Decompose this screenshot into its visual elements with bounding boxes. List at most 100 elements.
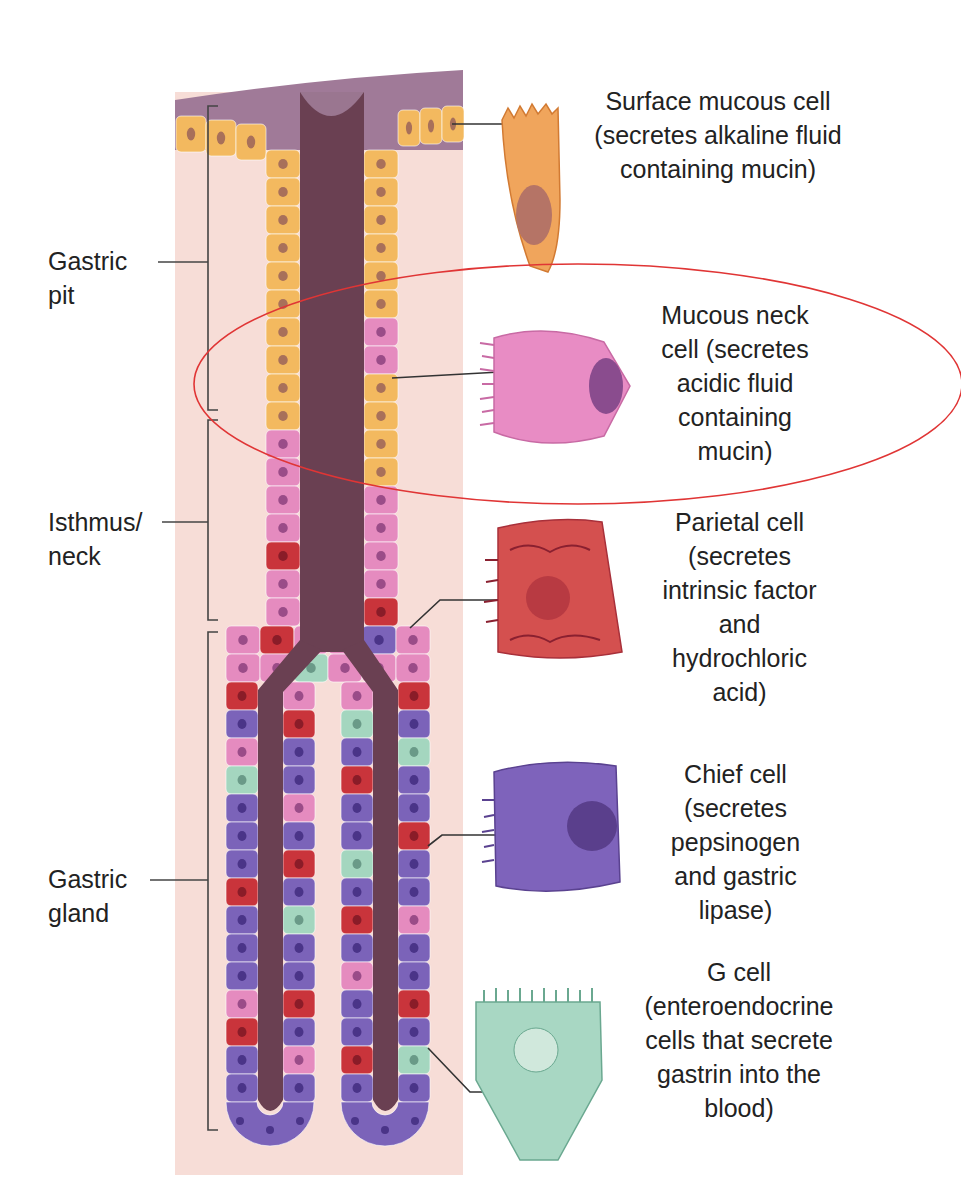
epithelial-cell (283, 1018, 315, 1046)
chief-cell (482, 762, 620, 891)
epithelial-cell (341, 878, 373, 906)
epithelial-cell (283, 1074, 315, 1102)
epithelial-cell (266, 598, 300, 626)
cell-label: G cell (enteroendocrine cells that secre… (630, 955, 848, 1125)
nucleus (353, 719, 362, 729)
nucleus (278, 383, 288, 393)
epithelial-cell (364, 206, 398, 234)
epithelial-cell (398, 906, 430, 934)
nucleus (376, 215, 386, 225)
nucleus (278, 467, 288, 477)
nucleus (278, 495, 288, 505)
nucleus (410, 971, 419, 981)
nucleus (238, 747, 247, 757)
nucleus (278, 579, 288, 589)
epithelial-cell (364, 290, 398, 318)
epithelial-cell (398, 110, 420, 146)
nucleus (238, 1055, 247, 1065)
epithelial-cell (364, 346, 398, 374)
nucleus (353, 747, 362, 757)
nucleus (238, 775, 247, 785)
nucleus (278, 327, 288, 337)
epithelial-cell (226, 878, 258, 906)
epithelial-cell (226, 1018, 258, 1046)
epithelial-cell (226, 710, 258, 738)
epithelial-cell (266, 402, 300, 430)
epithelial-cell (236, 124, 266, 160)
nucleus (410, 719, 419, 729)
nucleus (376, 327, 386, 337)
epithelial-cell (341, 794, 373, 822)
nucleus (353, 971, 362, 981)
cell-drawing (494, 762, 620, 891)
nucleus (428, 120, 434, 133)
nucleus (589, 358, 623, 414)
nucleus (238, 971, 247, 981)
bracket-line (208, 632, 218, 1130)
nucleus (410, 775, 419, 785)
epithelial-cell (266, 178, 300, 206)
nucleus (278, 215, 288, 225)
nucleus (410, 915, 419, 925)
epithelial-cell (364, 598, 398, 626)
epithelial-cell (398, 1046, 430, 1074)
nucleus (238, 663, 248, 673)
epithelial-cell (266, 570, 300, 598)
epithelial-cell (398, 1074, 430, 1102)
epithelial-cell (283, 738, 315, 766)
epithelial-cell (226, 794, 258, 822)
nucleus (247, 136, 255, 149)
nucleus (376, 467, 386, 477)
nucleus (351, 1117, 359, 1125)
epithelial-cell (341, 710, 373, 738)
nucleus (278, 271, 288, 281)
epithelial-cell (266, 346, 300, 374)
epithelial-cell (226, 766, 258, 794)
nucleus (278, 187, 288, 197)
nucleus (353, 943, 362, 953)
nucleus (376, 439, 386, 449)
cell-drawing (502, 104, 560, 272)
nucleus (353, 887, 362, 897)
epithelial-cell (398, 1018, 430, 1046)
region-label: Gastric gland (48, 862, 152, 930)
nucleus (353, 1083, 362, 1093)
cell-label: Chief cell (secretes pepsinogen and gast… (648, 757, 823, 927)
epithelial-cell (364, 542, 398, 570)
nucleus (410, 691, 419, 701)
nucleus (217, 132, 225, 145)
nucleus (295, 1027, 304, 1037)
microvilli (484, 988, 592, 1002)
epithelial-cell (341, 1046, 373, 1074)
epithelial-cell (364, 234, 398, 262)
leader-line (392, 372, 500, 378)
nucleus (295, 775, 304, 785)
nucleus (278, 551, 288, 561)
epithelial-cell (226, 990, 258, 1018)
epithelial-cell (364, 318, 398, 346)
bracket-line (208, 106, 218, 410)
nucleus (238, 635, 248, 645)
nucleus (296, 1117, 304, 1125)
epithelial-cell (283, 962, 315, 990)
nucleus (376, 411, 386, 421)
nucleus (410, 1027, 419, 1037)
nucleus (376, 355, 386, 365)
nucleus (526, 576, 570, 620)
nucleus (381, 1126, 389, 1134)
nucleus (376, 551, 386, 561)
nucleus (266, 1126, 274, 1134)
epithelial-cell (396, 626, 430, 654)
epithelial-cell (398, 934, 430, 962)
epithelial-cell (226, 626, 260, 654)
epithelial-cell (226, 1074, 258, 1102)
region-label: Isthmus/ neck (48, 505, 160, 573)
nucleus (376, 579, 386, 589)
epithelial-cell (398, 710, 430, 738)
epithelial-cell (266, 542, 300, 570)
cell-label: Mucous neck cell (secretes acidic fluid … (640, 298, 830, 468)
epithelial-cell (283, 710, 315, 738)
nucleus (238, 1027, 247, 1037)
nucleus (295, 1083, 304, 1093)
